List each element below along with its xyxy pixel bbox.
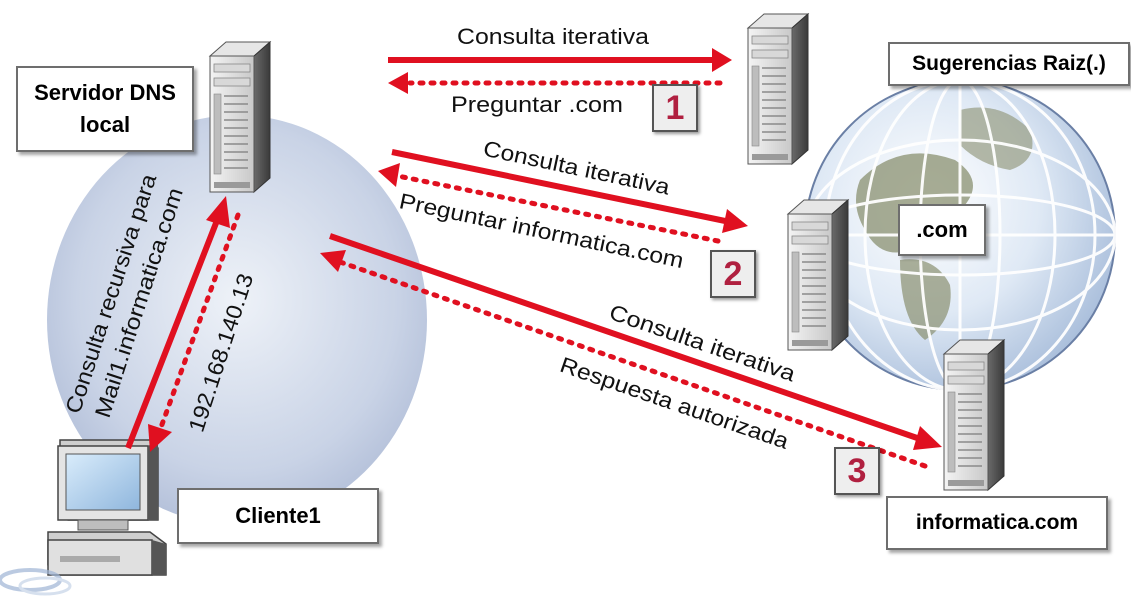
arrow-consulta-iterativa-1 — [388, 48, 732, 72]
node-informatica: informatica.com — [886, 496, 1108, 550]
label-preguntar-com: Preguntar .com — [451, 92, 623, 117]
node-informatica-label: informatica.com — [915, 511, 1079, 534]
client-computer-icon — [47, 439, 167, 576]
node-root-label: Sugerencias Raiz(.) — [912, 52, 1106, 75]
node-client: Cliente1 — [177, 488, 379, 544]
step-badge-3: 3 — [834, 447, 880, 495]
local-zone-bubble — [47, 115, 427, 525]
step-badge-2: 2 — [710, 250, 756, 298]
node-local-dns-label: Servidor DNS local — [34, 80, 176, 137]
arrow-consulta-iterativa-3 — [329, 233, 942, 450]
decorative-corner-shapes — [0, 568, 72, 596]
node-com: .com — [898, 204, 986, 256]
arrow-consulta-iterativa-2 — [391, 149, 748, 233]
arrow-consulta-recursiva — [125, 196, 230, 450]
arrow-respuesta-autorizada — [320, 250, 928, 469]
local-dns-server-icon — [209, 41, 271, 193]
root-server-icon — [747, 13, 809, 165]
node-com-label: .com — [916, 217, 968, 242]
step-badge-1: 1 — [652, 84, 698, 132]
arrow-client-answer — [148, 212, 241, 452]
node-root: Sugerencias Raiz(.) — [888, 42, 1130, 86]
arrow-preguntar-informatica — [378, 163, 721, 244]
label-consulta-iterativa-1: Consulta iterativa — [457, 24, 650, 49]
arrow-preguntar-com — [388, 72, 723, 94]
node-client-label: Cliente1 — [235, 503, 321, 528]
com-server-icon — [787, 199, 849, 351]
informatica-server-icon — [943, 339, 1005, 491]
node-local-dns: Servidor DNS local — [16, 66, 194, 152]
